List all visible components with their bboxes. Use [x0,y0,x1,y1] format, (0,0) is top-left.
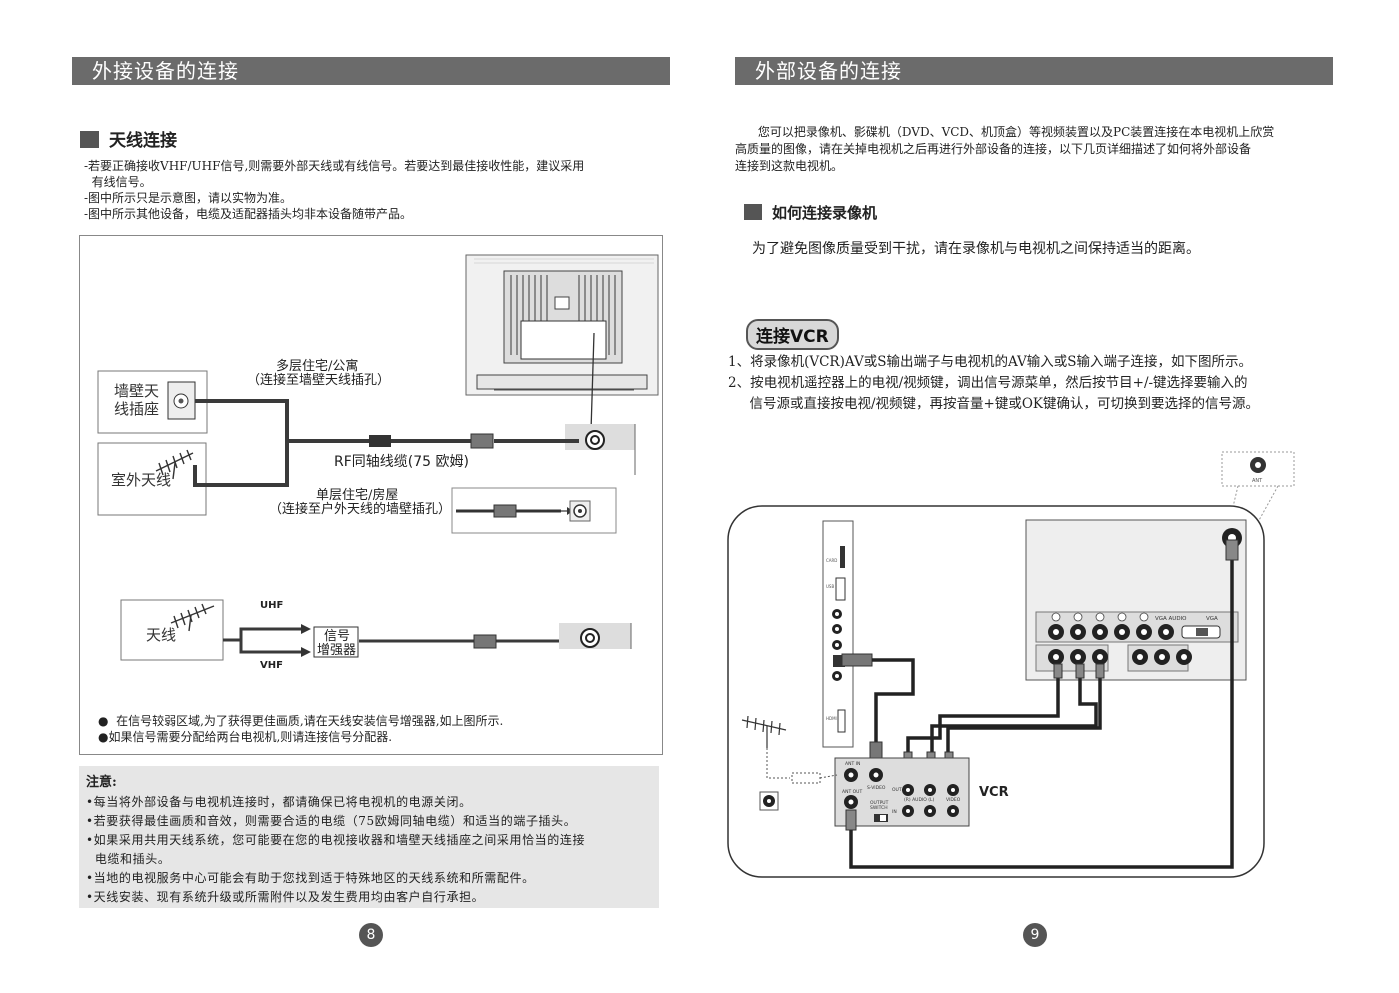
note-line: •每当将外部设备与电视机连接时，都请确保已将电视机的电源关闭。 [86,795,472,809]
step-line: 1、将录像机(VCR)AV或S输出端子与电视机的AV输入或S输入端子连接，如下图… [728,354,1253,370]
outdoor-antenna-label: 室外天线 [111,471,171,489]
ant-label: ANT [1252,478,1263,484]
distance-note: 为了避免图像质量受到干扰，请在录像机与电视机之间保持适当的距离。 [752,241,1200,257]
single-dwelling-sub: （连接至户外天线的墙壁插孔） [269,501,451,517]
vcr-label: VCR [979,785,1009,800]
right-banner: 外部设备的连接 [735,57,1333,85]
intro-line: 连接到这款电视机。 [735,159,844,173]
in-label: IN [892,809,897,815]
rooftop-antenna-icon [741,715,787,748]
page-number-left: 8 [359,923,383,947]
single-dwelling-label: 单层住宅/房屋 [316,487,398,503]
note-line: •天线安装、现有系统升级或所需附件以及发生费用均由客户自行承担。 [86,890,485,904]
note-line: •如果采用共用天线系统，您可能要在您的电视接收器和墙壁天线插座之间采用恰当的连接 [86,833,586,847]
intro-line: 有线信号。 [84,175,152,189]
wall-antenna-jack-icon [759,791,779,811]
usb-label: USB [826,584,834,589]
yagi-antenna-icon [170,603,215,632]
output-switch-label: OUTPUT [870,800,889,806]
intro-line: 高质量的图像，请在关掉电视机之后再进行外部设备的连接，以下几页详细描述了如何将外… [735,142,1252,156]
yagi-antenna-icon [155,449,194,480]
notes-title: 注意: [86,775,117,790]
connect-vcr-pill: 连接VCR [746,319,839,350]
right-intro: 您可以把录像机、影碟机（DVD、VCD、机顶盒）等视频装置以及PC装置连接在本电… [735,124,1325,175]
section-title-text: 如何连接录像机 [772,204,878,222]
page-number-right: 9 [1023,923,1047,947]
vga-audio-label: VGA AUDIO [1155,616,1187,622]
outdoor-antenna-box [97,442,207,516]
section-square-icon [744,204,762,220]
multi-dwelling-label: 多层住宅/公寓 [276,358,358,374]
intro-line: 您可以把录像机、影碟机（DVD、VCD、机顶盒）等视频装置以及PC装置连接在本电… [735,125,1275,139]
left-intro: -若要正确接收VHF/UHF信号,则需要外部天线或有线信号。若要达到最佳接收性能… [84,158,664,222]
tv-pointer-line [590,332,595,432]
left-banner: 外接设备的连接 [72,57,670,85]
ant-out-label: ANT OUT [842,789,862,795]
step-line: 信号源或直接按电视/视频键，再按音量+键或OK键确认，可切换到要选择的信号源。 [728,396,1259,412]
vcr-steps: 1、将录像机(VCR)AV或S输出端子与电视机的AV输入或S输入端子连接，如下图… [728,352,1328,415]
antenna-section-title: 天线连接 [80,126,177,151]
tv-side-panel: CARD USB HDMI [822,520,854,748]
amplifier-label: 信号 [324,629,350,644]
antenna-diagram: 墙壁天 线插座 室外天线 多层住宅/公寓 （连接至墙壁天线插孔） RF同轴线缆(… [97,254,659,671]
note-line: •若要获得最佳画质和音效，则需要合适的电缆（75欧姆同轴电缆）和适当的端子插头。 [86,814,577,828]
uhf-label: UHF [260,600,283,611]
vcr-section-title: 如何连接录像机 [744,202,877,223]
s-video-cable [841,653,915,767]
vhf-label: VHF [260,660,283,671]
bullet-line: ●如果信号需要分配给两台电视机,则请连接信号分配器. [98,730,393,744]
tv-antenna-jack-icon [565,424,636,475]
intro-line: -图中所示其他设备，电缆及适配器插头均非本设备随带产品。 [84,207,413,221]
coax-plug-icon [473,634,497,649]
tv-antenna-jack-icon [559,623,632,649]
coax-plug-icon [470,433,494,449]
wall-socket-box [97,370,208,434]
section-square-icon [80,131,99,148]
audio-label: (R) AUDIO (L) [904,797,934,803]
step-line: 2、按电视机遥控器上的电视/视频键，调出信号源菜单，然后按节目+/-键选择要输入… [728,375,1248,391]
multi-dwelling-sub: （连接至墙壁天线插孔） [247,372,390,388]
amplifier-scheme-antenna-box [120,599,224,661]
single-dwelling-inset [451,487,617,534]
note-line: 电缆和插头。 [86,852,171,866]
tv-rear-panel: VGA AUDIO VGA [1025,519,1247,681]
section-title-text: 天线连接 [109,131,177,151]
wall-socket-label: 线插座 [114,400,159,418]
vcr-rear-panel: ANT IN ANT OUT S-VIDEO OUT (R) AUDIO (L)… [834,757,970,827]
amplifier-label: 增强器 [317,643,356,658]
card-label: CARD [826,558,837,563]
hdmi-label: HDMI [826,716,837,721]
ant-in-label: ANT IN [845,761,860,767]
uhf-vhf-cables [223,627,559,654]
left-bullets: ● 在信号较弱区域,为了获得更佳画质,请在天线安装信号增强器,如上图所示. ●如… [98,713,658,745]
notes-box: 注意: •每当将外部设备与电视机连接时，都请确保已将电视机的电源关闭。 •若要获… [79,766,659,908]
amplifier-box [313,626,359,658]
wall-socket-label: 墙壁天 [114,382,159,400]
s-video-label: S-VIDEO [867,785,886,791]
bullet-line: ● 在信号较弱区域,为了获得更佳画质,请在天线安装信号增强器,如上图所示. [98,714,504,728]
intro-line: -图中所示只是示意图，请以实物为准。 [84,191,293,205]
tv-back-illustration [465,254,659,396]
rf-cable-label: RF同轴线缆(75 欧姆) [334,454,469,470]
cable-ferrite [369,435,391,447]
antenna-diagram-frame [79,235,663,755]
ant-inset: ANT [1221,451,1295,541]
antenna-coax-cable [845,539,1239,869]
output-switch-label: SWITCH [870,805,888,811]
intro-line: -若要正确接收VHF/UHF信号,则需要外部天线或有线信号。若要达到最佳接收性能… [84,159,585,173]
video-label: VIDEO [946,797,961,803]
vga-label: VGA [1206,616,1218,622]
note-line: •当地的电视服务中心可能会有助于您找到适于特殊地区的天线系统和所需配件。 [86,871,535,885]
antenna-label: 天线 [146,626,176,644]
vcr-diagram: ANT VGA AUDIO VGA [727,451,1295,878]
rca-cables [906,674,1102,758]
out-label: OUT [892,787,902,793]
